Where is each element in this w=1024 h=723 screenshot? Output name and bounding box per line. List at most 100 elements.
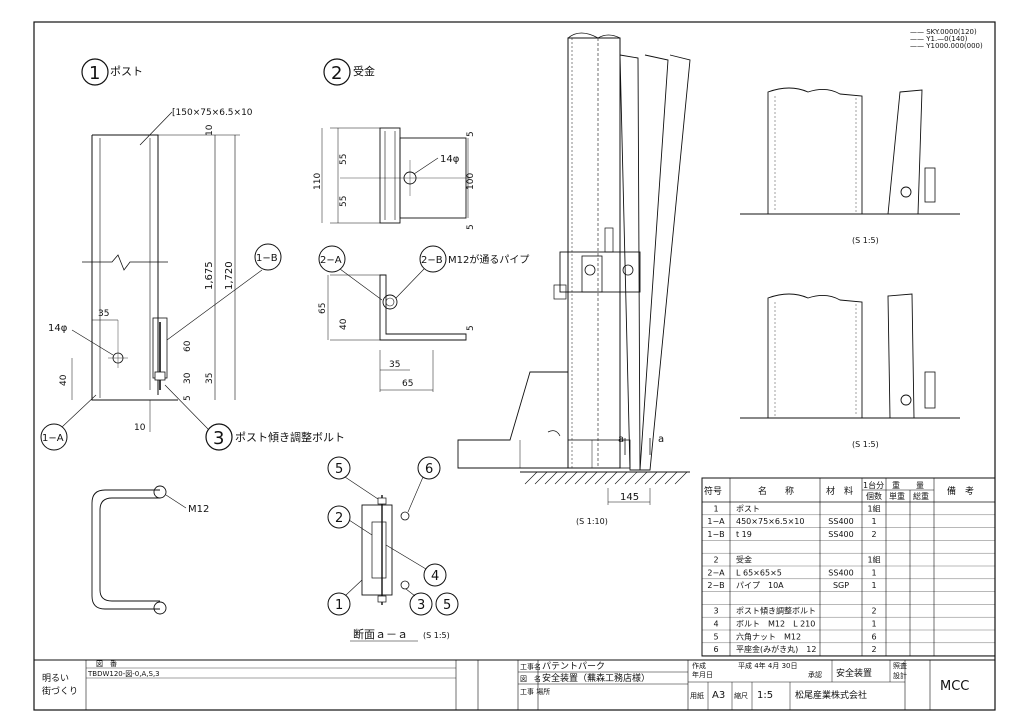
dim-35-hole: 35 (98, 309, 109, 319)
sec-callout-3: 3 (417, 598, 425, 613)
table-cell-no: 1−B (707, 530, 724, 539)
field-paper-size: 用紙 (690, 691, 704, 700)
approver-label: 承認 (808, 670, 822, 679)
callout-2-number: 2 (331, 63, 342, 84)
detail-top-scale: (S 1:5) (852, 236, 879, 245)
sec-callout-5a: 5 (335, 462, 343, 477)
slogan-line-1: 明るい (42, 673, 69, 684)
table-cell-qty: 1組 (867, 503, 880, 513)
pipe-view: M12 (91, 485, 209, 615)
sec-callout-2: 2 (335, 511, 343, 526)
field-drawing-name: 図 名 (520, 674, 541, 683)
sheet-border (33, 21, 996, 711)
section-callouts: 5 6 2 4 1 3 5 (327, 456, 459, 616)
ground-hatch (524, 471, 688, 485)
field-scale: 縮尺 (734, 691, 748, 700)
dim-145: 145 (620, 492, 639, 503)
sec-callout-6: 6 (425, 462, 433, 477)
table-cell-name: t 19 (736, 530, 752, 539)
dim-10: 10 (134, 423, 146, 433)
company-logo: MCC (940, 679, 969, 694)
th-qty: 個数 (866, 491, 882, 501)
section-scale: (S 1:5) (423, 631, 450, 640)
table-cell-qty: 2 (871, 645, 876, 654)
hole-14phi: 14φ (48, 323, 68, 334)
post-view: 1 ポスト [150×75×6.5×10 10 1,675 1,720 35 1… (40, 58, 345, 451)
table-cell-name: ポスト傾き調整ボルト (736, 606, 816, 616)
th-per-unit: 1台分 (863, 480, 884, 490)
section-title: 断面ａ－ａ (353, 627, 408, 641)
checker-label: 照査 (893, 661, 907, 670)
dim-r-100: 100 (466, 173, 476, 190)
th-name: 名 称 (758, 485, 794, 497)
drawing-no-label: 図 番 (96, 660, 117, 668)
dim-a-65: 65 (318, 303, 328, 314)
table-cell-no: 5 (713, 632, 718, 641)
sec-callout-1: 1 (335, 598, 343, 613)
table-cell-name: 受金 (736, 555, 752, 565)
dim-a-40: 40 (339, 318, 349, 330)
table-cell-material: SGP (833, 581, 849, 590)
slogan-line-2: 街づくり (42, 685, 78, 697)
dim-a-65b: 65 (402, 379, 413, 389)
table-cell-no: 2−B (707, 581, 724, 590)
main-assembly: a a 145 (S 1:10) (457, 32, 691, 526)
table-cell-no: 2 (713, 556, 718, 565)
detail-top: (S 1:5) (740, 87, 960, 245)
drawing-code: TBDW120-図-0,A,S,3 (87, 670, 160, 678)
dim-a-35: 35 (389, 360, 400, 370)
table-cell-name: ボルト M12 L 210 (736, 620, 815, 629)
table-cell-no: 6 (713, 645, 718, 654)
scale-value: 1:5 (757, 690, 773, 701)
table-cell-name: 六角ナット M12 (736, 631, 801, 641)
th-unit-weight: 単重 (889, 491, 905, 501)
receiver-view: 2 受金 55 55 110 100 5 5 14φ 65 40 5 (313, 58, 529, 392)
drawing-name: 安全装置（蕪森工務店様） (542, 672, 650, 684)
table-cell-name: パイプ 10A (736, 581, 784, 590)
table-cell-no: 3 (713, 607, 718, 616)
date-value: 平成 4年 4月 30日 (738, 661, 798, 670)
pipe-m12-label: M12 (188, 504, 209, 515)
section-mark-a-left: a (618, 434, 624, 445)
detail-bottom-scale: (S 1:5) (852, 440, 879, 449)
table-cell-name: 平座金(みがき丸) 12 (736, 644, 816, 654)
dim-r-110: 110 (313, 173, 323, 190)
dim-a-5: 5 (466, 325, 476, 331)
paper-size: A3 (712, 690, 725, 701)
dim-r-55b: 55 (339, 196, 349, 207)
line-legend: —— SKY.0000(120) —— Y1.—0(140) —— Y1000.… (910, 28, 983, 50)
dim-40: 40 (59, 374, 69, 386)
receiver-hole-14phi: 14φ (440, 154, 460, 165)
th-total-weight: 総重 (913, 491, 929, 501)
table-cell-name: 450×75×6.5×10 (736, 517, 804, 526)
dim-30: 30 (183, 372, 193, 384)
table-cell-qty: 2 (871, 530, 876, 539)
legend-line-2: —— Y1.—0(140) (910, 35, 968, 43)
detail-bottom: (S 1:5) (740, 293, 960, 449)
construction-name: パテントパーク (542, 661, 605, 672)
table-cell-no: 1 (713, 504, 718, 513)
dim-1675: 1,675 (204, 261, 215, 290)
sec-callout-4: 4 (431, 569, 439, 584)
dim-r-55a: 55 (339, 154, 349, 165)
section-mark-a-right: a (658, 434, 664, 445)
dim-r-5a: 5 (466, 131, 476, 137)
dim-r-5b: 5 (466, 224, 476, 230)
callout-2b: 2−B (421, 255, 443, 266)
equipment-label: 安全装置 (836, 667, 872, 679)
field-created: 作成 (692, 661, 706, 670)
callout-2-label: 受金 (353, 64, 375, 78)
table-cell-qty: 6 (871, 632, 876, 641)
dim-1720: 1,720 (224, 261, 235, 290)
callout-1b: 1−B (256, 253, 278, 264)
main-scale: (S 1:10) (576, 517, 608, 526)
table-cell-material: SS400 (828, 517, 853, 526)
dim-60: 60 (183, 340, 193, 352)
section-aa: 5 6 2 4 1 3 5 断面ａ－ａ (S 1:5) (327, 456, 459, 642)
dim-35-right: 35 (205, 373, 215, 384)
field-date-label: 年月日 (692, 670, 713, 679)
table-cell-qty: 1 (871, 620, 876, 629)
table-cell-qty: 1 (871, 568, 876, 577)
